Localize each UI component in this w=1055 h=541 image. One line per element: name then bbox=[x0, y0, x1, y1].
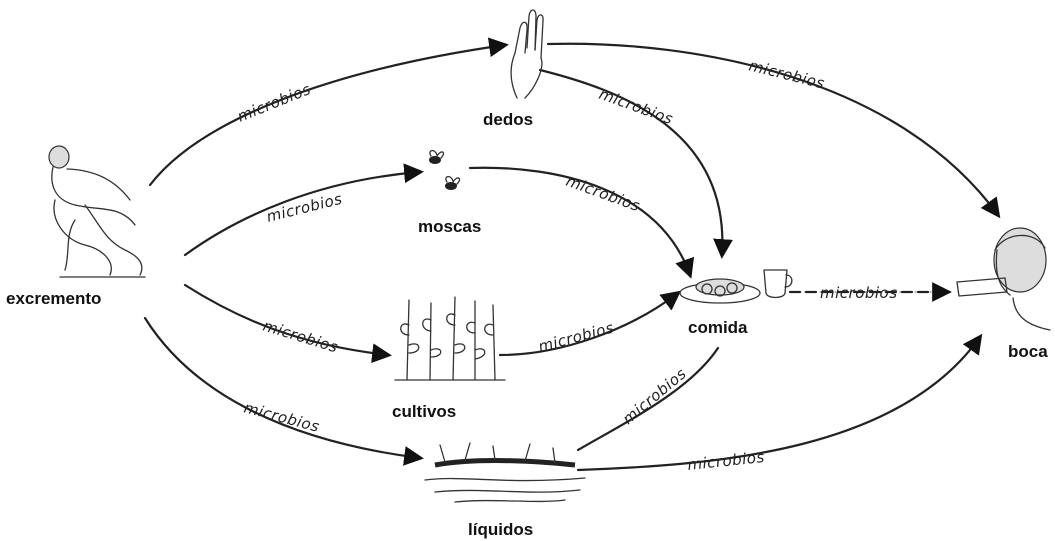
edge-label: microbios bbox=[687, 448, 766, 474]
label-moscas: moscas bbox=[418, 217, 481, 236]
person-drinking-icon bbox=[956, 227, 1051, 331]
edge-label: microbios bbox=[242, 398, 322, 435]
flies-icon bbox=[429, 149, 461, 190]
edge-excremento-moscas: microbios bbox=[183, 163, 424, 257]
edge-comida-boca: microbios bbox=[788, 282, 952, 302]
food-plate-icon bbox=[679, 269, 793, 304]
label-dedos: dedos bbox=[483, 110, 533, 129]
edges: microbios microbios microbios microbios … bbox=[143, 37, 1001, 474]
edge-moscas-comida: microbios bbox=[468, 166, 695, 279]
crops-icon bbox=[394, 296, 506, 381]
label-boca: boca bbox=[1008, 342, 1048, 361]
hand-icon bbox=[510, 9, 544, 99]
edge-cultivos-comida: microbios bbox=[498, 290, 682, 357]
water-icon bbox=[424, 442, 586, 503]
edge-label: microbios bbox=[235, 80, 314, 126]
label-comida: comida bbox=[688, 318, 748, 337]
label-excremento: excremento bbox=[6, 289, 101, 308]
edge-label: microbios bbox=[536, 318, 616, 355]
edge-label: microbios bbox=[619, 364, 690, 428]
squatting-person-icon bbox=[48, 145, 146, 278]
label-liquidos: líquidos bbox=[468, 520, 533, 539]
edge-excremento-cultivos: microbios bbox=[183, 283, 392, 364]
edge-excremento-dedos: microbios bbox=[148, 37, 509, 187]
node-labels: excremento dedos moscas cultivos líquido… bbox=[6, 110, 1048, 539]
edge-label: microbios bbox=[597, 85, 676, 128]
label-cultivos: cultivos bbox=[392, 402, 456, 421]
edge-label: microbios bbox=[261, 317, 340, 357]
edge-label: microbios bbox=[747, 56, 827, 92]
edge-label: microbios bbox=[820, 284, 898, 302]
edge-label: microbios bbox=[564, 172, 643, 215]
edge-dedos-comida: microbios bbox=[538, 68, 733, 259]
edge-liquidos-comida: microbios bbox=[576, 346, 720, 452]
